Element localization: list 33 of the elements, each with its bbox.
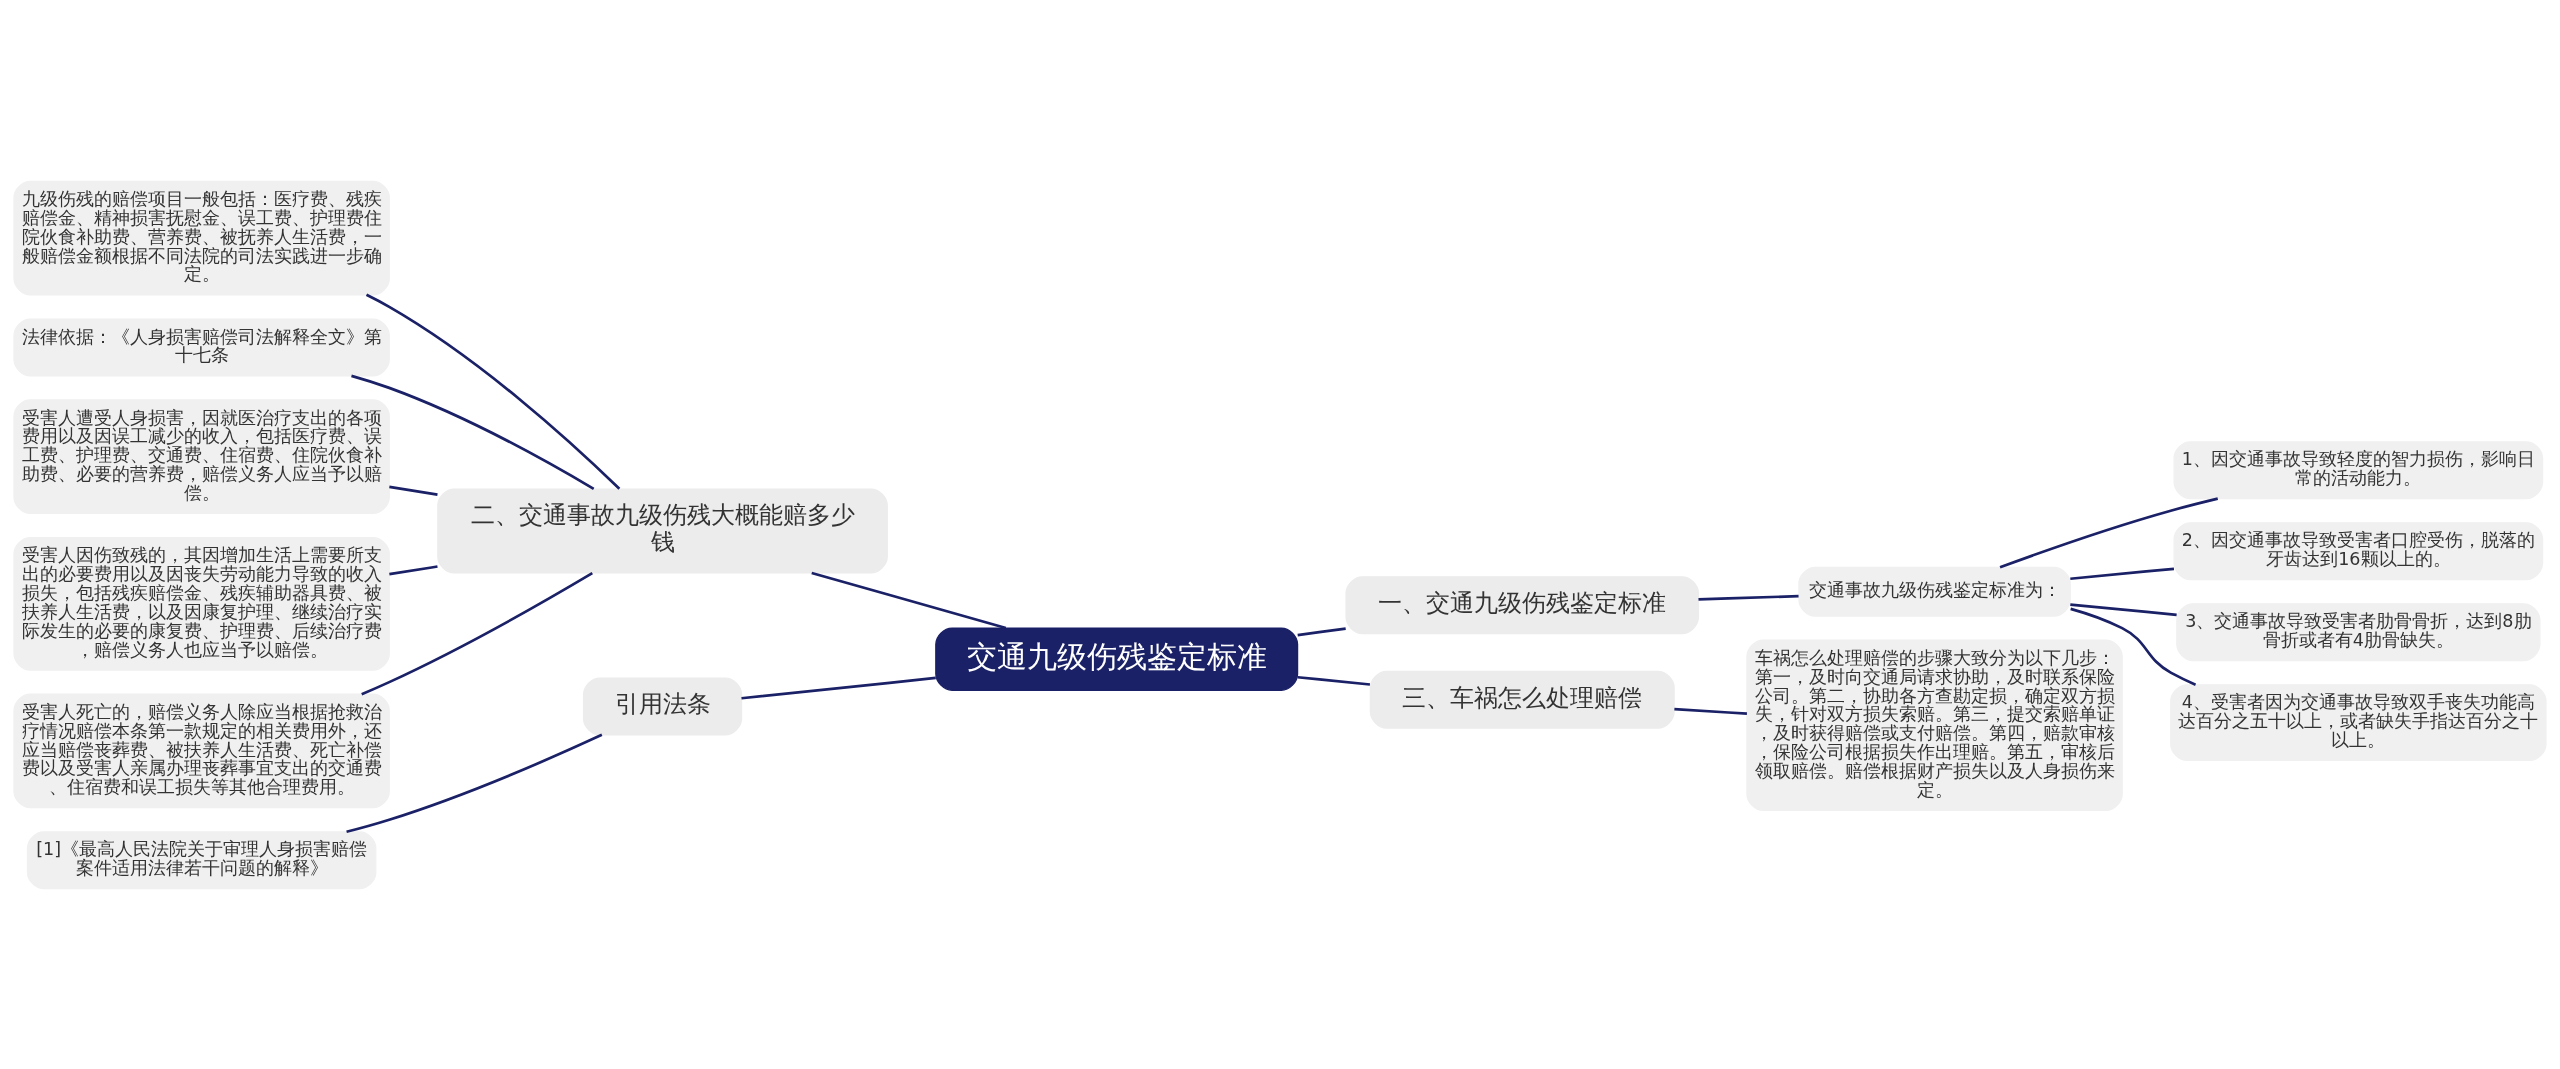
connector [741,676,936,700]
connector [1297,626,1346,636]
node-box: 三、车祸怎么处理赔偿 [1369,670,1675,729]
node-box: 3、交通事故导致受害者肋骨骨折，达到8肋骨折或者有4肋骨缺失。 [2176,602,2541,661]
connector [811,571,1007,629]
node-box: 2、因交通事故导致受害者口腔受伤，脱落的牙齿达到16颗以上的。 [2173,521,2544,580]
node-box: 法律依据：《人身损害赔偿司法解释全文》第十七条 [13,317,390,376]
node-box: 引用法条 [582,676,743,735]
connector [1297,675,1371,686]
node-box: 车祸怎么处理赔偿的步骤大致分为以下几步：第一，及时向交通局请求协助，及时联系保险公司。第二，协助各方查勘定损，确定双方损失，针对双方损失索赔。第三，提交索赔单证，及时获得赔偿或支付赔偿。第四，赔款审核，保险公司根据损失作出理赔。第五，审核后领取赔偿。赔偿根据财产损失以及人身损伤来定。 [1746,639,2123,811]
connector [346,733,603,833]
connector [2070,602,2177,616]
node-box: 受害人死亡的，赔偿义务人除应当根据抢救治疗情况赔偿本条第一款规定的相关费用外，还应当赔偿丧葬费、被扶养人生活费、死亡补偿费以及受害人亲属办理丧葬事宜支出的交通费、住宿费和误工损失等其他合理费用。 [13,693,390,808]
node-box: 受害人因伤致残的，其因增加生活上需要所支出的必要费用以及因丧失劳动能力导致的收入损失，包括残疾赔偿金、残疾辅助器具费、被扶养人生活费，以及因康复护理、继续治疗实际发生的必要的康复费、护理费、后续治疗费，赔偿义务人也应当予以赔偿。 [13,536,390,671]
node-box: 一、交通九级伤残鉴定标准 [1345,575,1700,634]
node-box: 1、因交通事故导致轻度的智力损伤，影响日常的活动能力。 [2173,440,2544,499]
connector [2070,566,2175,580]
connector [389,485,438,496]
connector [1674,707,1747,715]
node-box: 4、受害者因为交通事故导致双手丧失功能高达百分之五十以上，或者缺失手指达百分之十以上。 [2170,683,2547,761]
connector [1698,594,1799,601]
node-box: 九级伤残的赔偿项目一般包括：医疗费、残疾赔偿金、精神损害抚慰金、误工费、护理费住院伙食补助费、营养费、被抚养人生活费，一般赔偿金额根据不同法院的司法实践进一步确定。 [13,180,390,295]
node-box: 二、交通事故九级伤残大概能赔多少钱 [437,487,888,573]
connector [365,293,621,490]
node-box: 交通事故九级伤残鉴定标准为： [1798,566,2071,617]
connector [351,374,595,490]
node-box: 交通九级伤残鉴定标准 [935,626,1299,691]
connector [361,571,593,695]
connector [389,564,438,576]
node-box: 受害人遭受人身损害，因就医治疗支出的各项费用以及因误工减少的收入，包括医疗费、误工费、护理费、交通费、住宿费、住院伙食补助费、必要的营养费，赔偿义务人应当予以赔偿。 [13,398,390,514]
connector [1999,496,2219,569]
node-box: [1]《最高人民法院关于审理人身损害赔偿案件适用法律若干问题的解释》 [26,830,377,889]
connector [2070,607,2197,686]
